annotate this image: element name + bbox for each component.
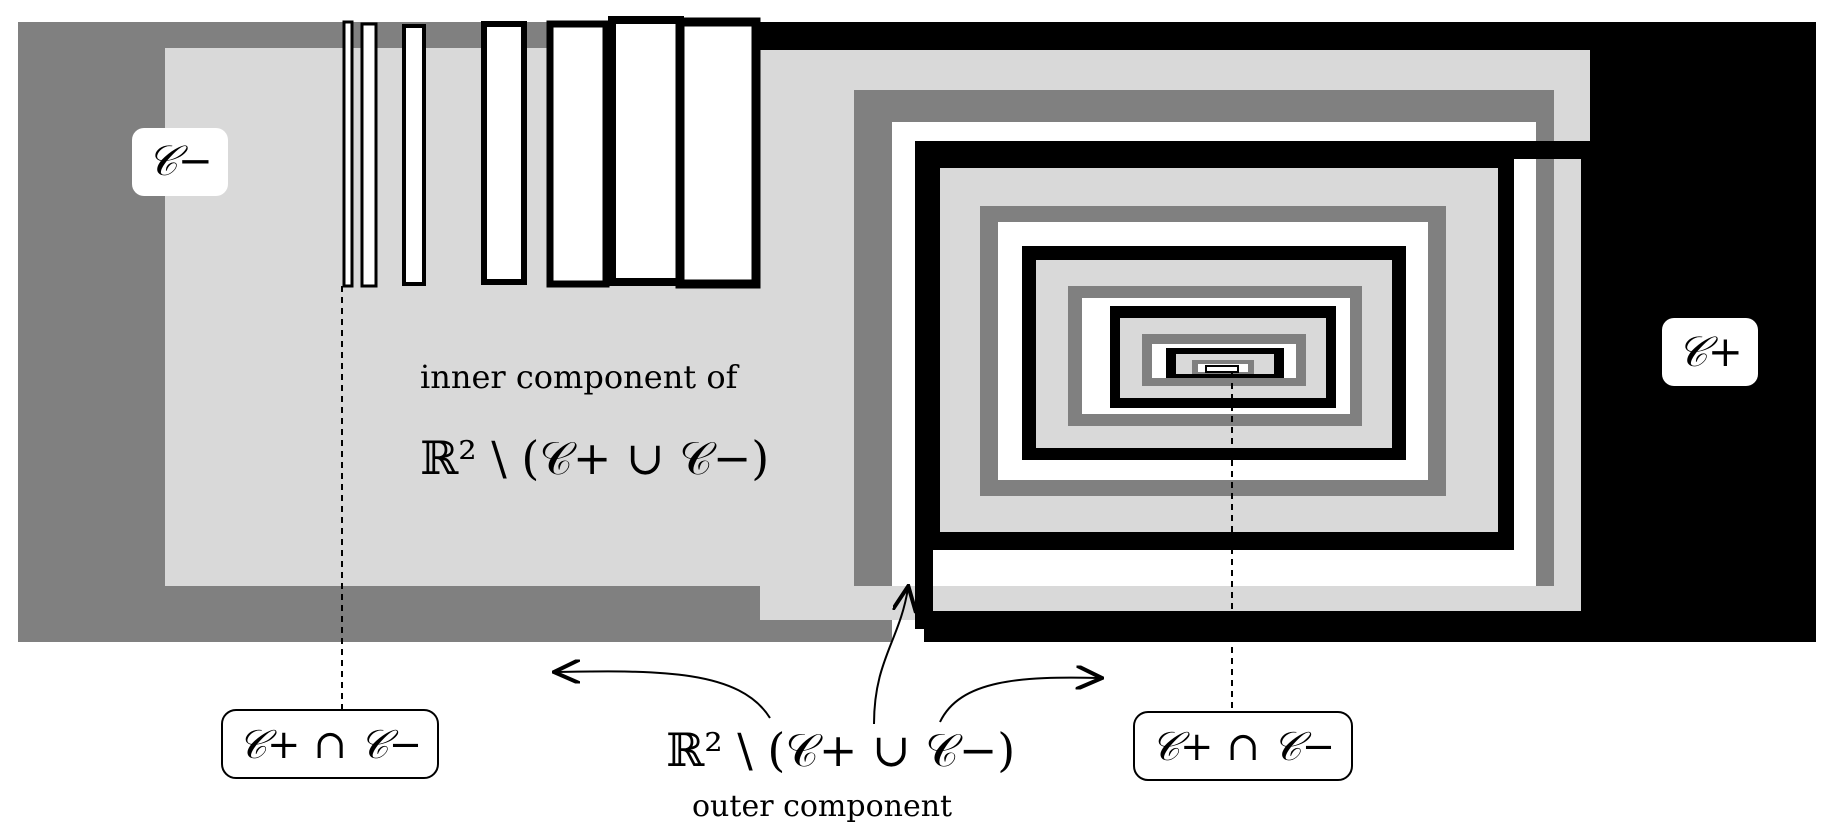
inner-component-set: ℝ² \ (𝒞+ ∪ 𝒞−) (420, 431, 769, 485)
outer-component-label: outer component (692, 789, 952, 824)
outer-component-set: ℝ² \ (𝒞+ ∪ 𝒞−) (666, 723, 1015, 777)
c-plus-label: 𝒞+ (1677, 327, 1743, 376)
comb-teeth (342, 16, 761, 289)
c-plus-region (750, 22, 1816, 642)
intersection-right-label: 𝒞+ ∩ 𝒞− (1151, 724, 1335, 770)
c-minus-label-box: 𝒞− (132, 128, 228, 196)
c-minus-label: 𝒞− (147, 136, 213, 185)
leader-lines (341, 286, 1233, 712)
intersection-right-box: 𝒞+ ∩ 𝒞− (1133, 711, 1353, 781)
intersection-left-box: 𝒞+ ∩ 𝒞− (221, 709, 439, 779)
comb-white-fill (411, 30, 674, 278)
nested-spiral (854, 90, 1599, 629)
inner-component-label: inner component of (420, 358, 740, 396)
c-plus-label-box: 𝒞+ (1662, 318, 1758, 386)
outer-arrows (556, 588, 1100, 725)
intersection-left-label: 𝒞+ ∩ 𝒞− (238, 722, 422, 768)
